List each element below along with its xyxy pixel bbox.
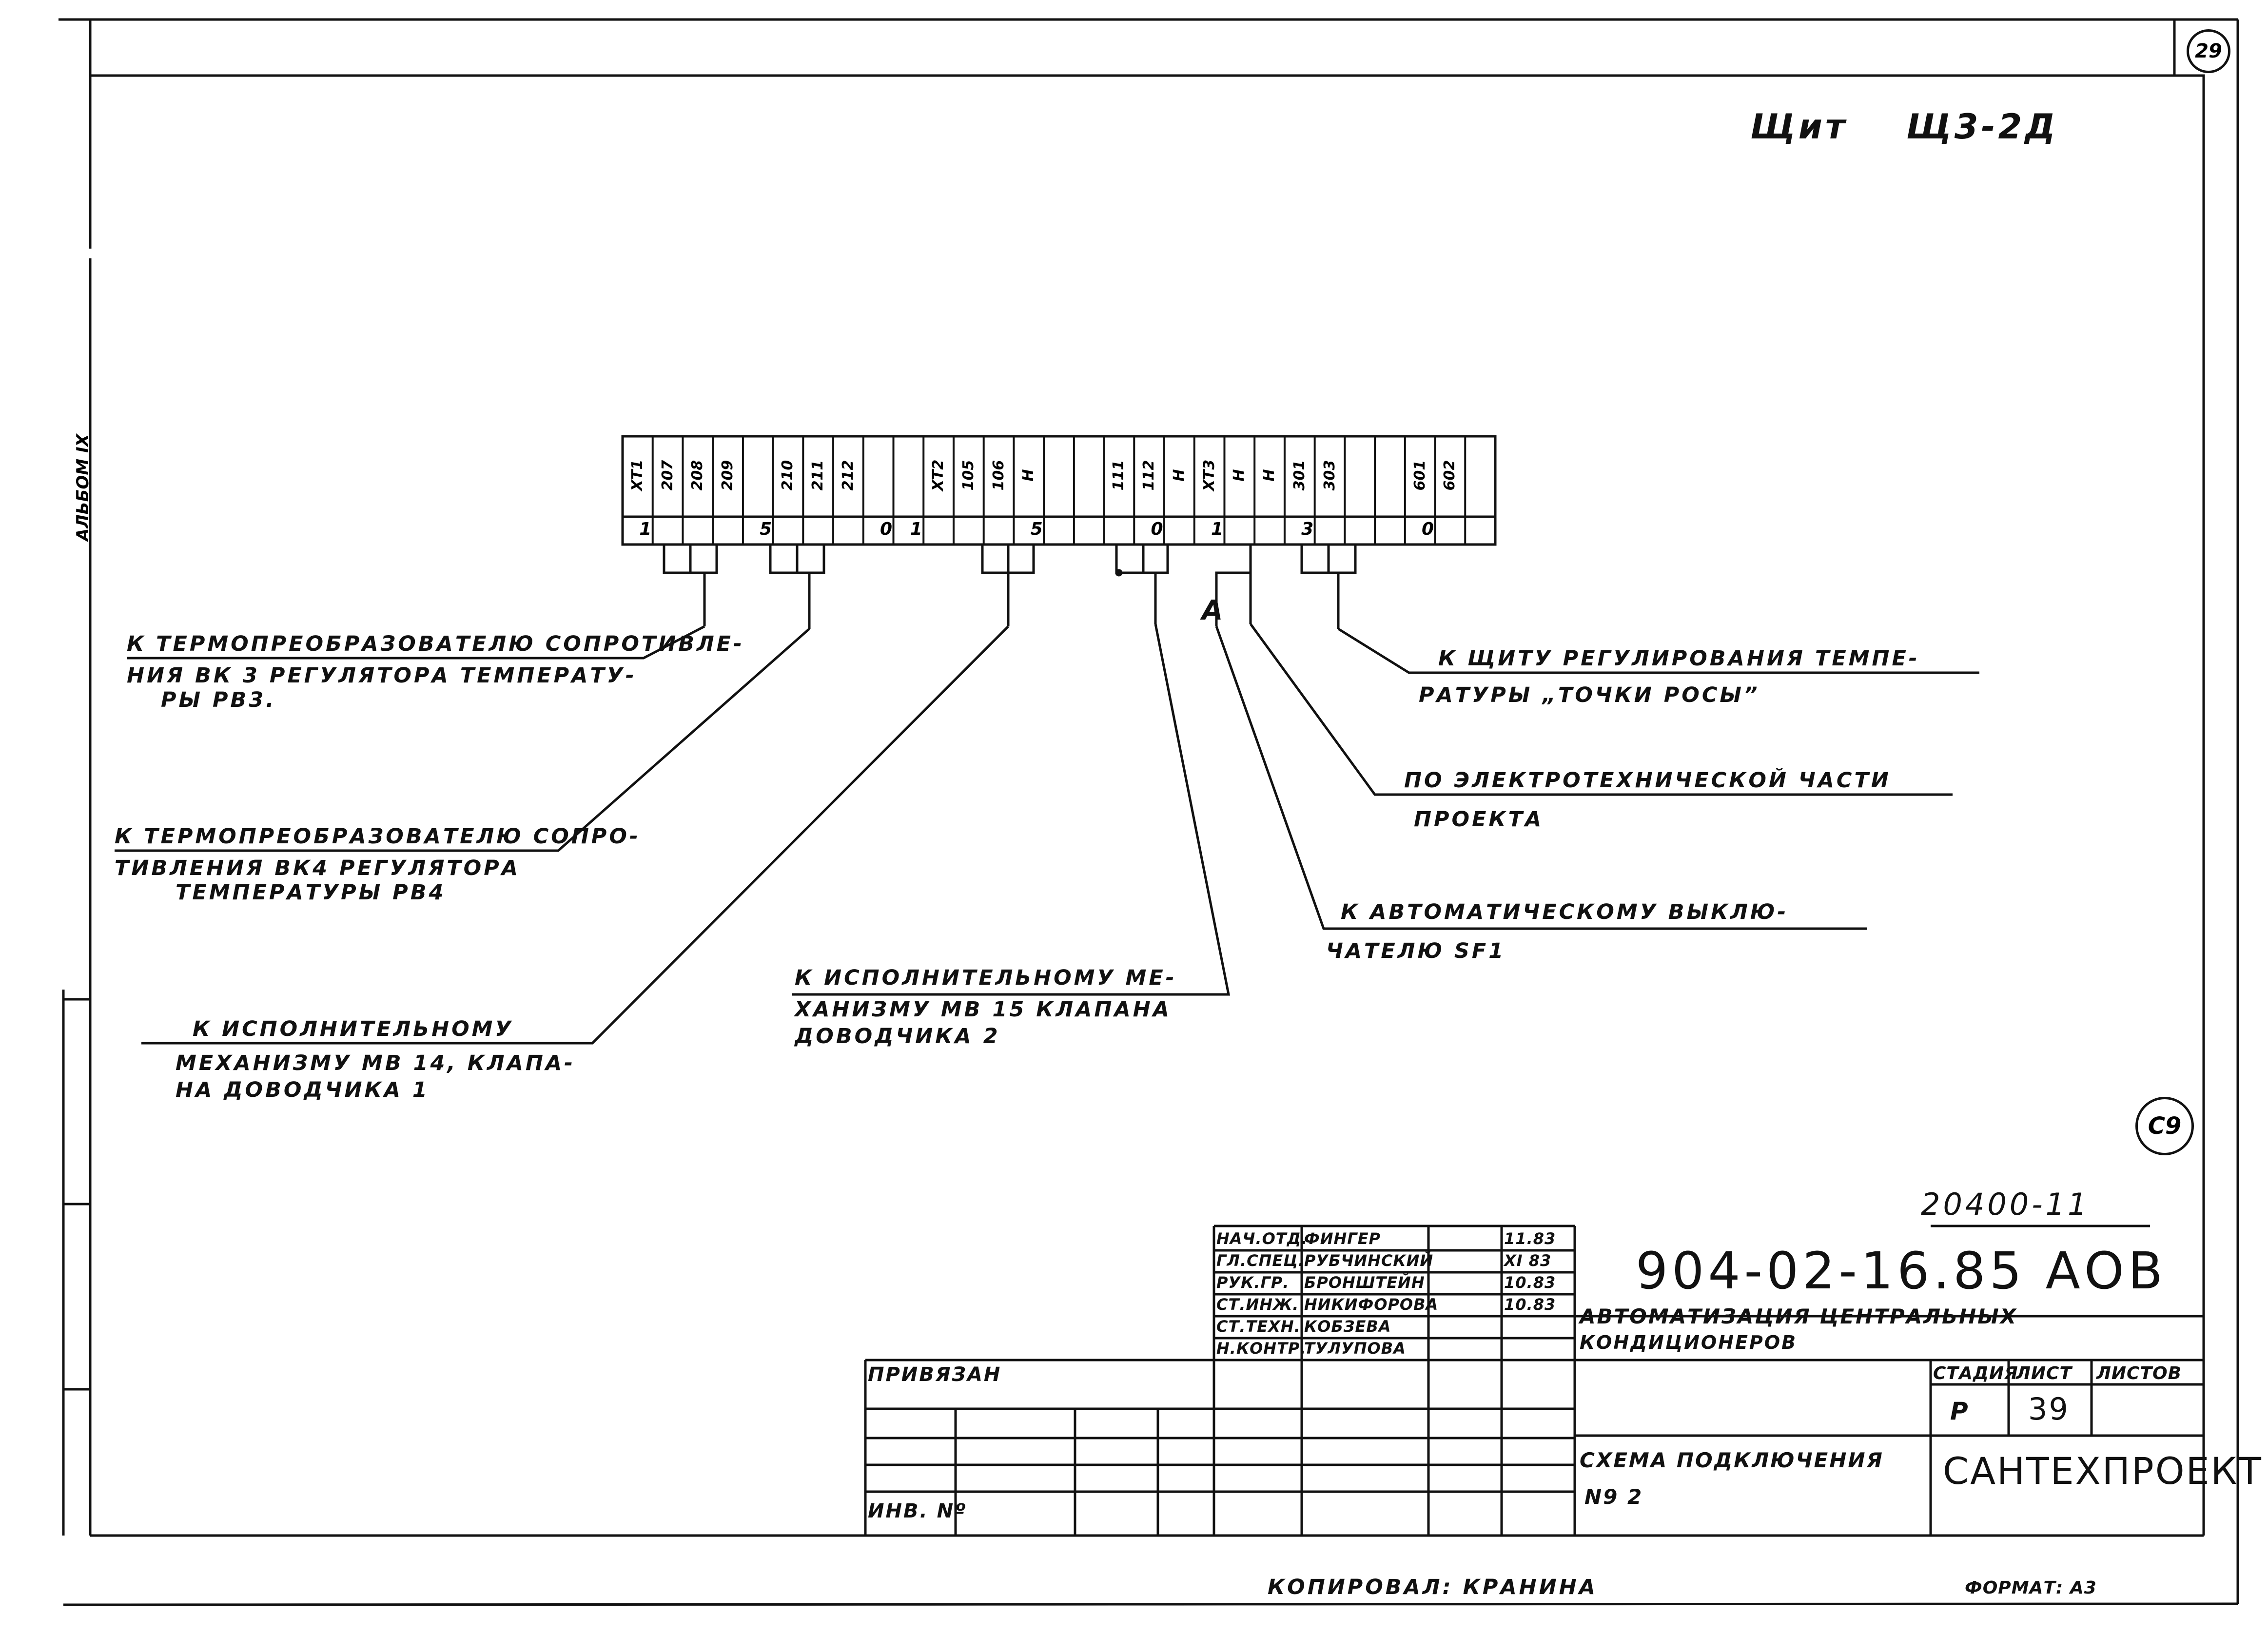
note-line: К ТЕРМОПРЕОБРАЗОВАТЕЛЮ СОПРОТИВЛЕ- — [127, 632, 744, 656]
wire-label: XT1 — [628, 459, 646, 491]
note-line: НИЯ ВК 3 РЕГУЛЯТОРА ТЕМПЕРАТУ- — [127, 663, 637, 688]
note-line: РАТУРЫ „ТОЧКИ РОСЫ” — [1419, 683, 1760, 707]
paper-format: ФОРМАТ: А3 — [1965, 1578, 2097, 1598]
wire-label — [1380, 439, 1400, 512]
terminal-number: 1 — [910, 519, 922, 539]
wire-label: H — [1261, 469, 1278, 482]
wire-label — [1470, 439, 1490, 512]
stage-header: СТАДИЯ — [1933, 1363, 2018, 1383]
wire-label: 301 — [1290, 460, 1308, 491]
wire-label: 207 — [659, 460, 676, 491]
wire-label: XT2 — [930, 459, 947, 491]
note-line: К ИСПОЛНИТЕЛЬНОМУ — [193, 1017, 514, 1041]
stage-value: Р — [1950, 1397, 1970, 1425]
note-line: К ЩИТУ РЕГУЛИРОВАНИЯ ТЕМПЕ- — [1438, 646, 1920, 671]
title-line-1: АВТОМАТИЗАЦИЯ ЦЕНТРАЛЬНЫХ — [1580, 1304, 2018, 1328]
node-letter: А — [1202, 595, 1226, 626]
wire-label: 209 — [719, 460, 737, 491]
wire-label: XT3 — [1200, 459, 1218, 491]
wire-label: 105 — [959, 460, 977, 491]
signer-name: КОБЗЕВА — [1304, 1317, 1391, 1336]
inventory-label: ИНВ. Nº — [868, 1500, 967, 1522]
wire-label: H — [1020, 469, 1037, 482]
signer-role: ГЛ.СПЕЦ. — [1216, 1251, 1305, 1270]
wire-label: H — [1231, 469, 1248, 482]
wire-label: 212 — [839, 460, 857, 491]
wire-label: 602 — [1441, 460, 1459, 491]
signer-name: БРОНШТЕЙН — [1304, 1273, 1425, 1292]
panel-code: Щ3-2Д — [1906, 107, 2058, 147]
terminal-number: 1 — [1211, 519, 1223, 539]
note-line: ПРОЕКТА — [1414, 807, 1544, 832]
privyazan-label: ПРИВЯЗАН — [868, 1363, 1002, 1386]
note-line: ХАНИЗМУ МВ 15 КЛАПАНА — [795, 997, 1172, 1022]
terminal-number: 0 — [880, 519, 893, 539]
wire-label — [1049, 439, 1069, 512]
album-label: АЛЬБОМ IX — [73, 434, 93, 541]
signer-role: НАЧ.ОТД. — [1216, 1229, 1308, 1248]
inventory-number: 20400-11 — [1921, 1187, 2090, 1222]
sheet-header: ЛИСТ — [2016, 1363, 2072, 1383]
note-line: ПО ЭЛЕКТРОТЕХНИЧЕСКОЙ ЧАСТИ — [1404, 768, 1891, 793]
page-number: 29 — [2187, 29, 2230, 73]
wire-label: 106 — [990, 460, 1007, 491]
signer-role: Н.КОНТР. — [1216, 1339, 1307, 1358]
wire-label: 211 — [809, 460, 827, 491]
signer-date: XI 83 — [1504, 1251, 1552, 1270]
document-code: 904-02-16.85 АОВ — [1636, 1241, 2167, 1301]
signer-name: ТУЛУПОВА — [1304, 1339, 1406, 1358]
wire-label — [1350, 439, 1369, 512]
wire-label: 601 — [1411, 460, 1428, 491]
terminal-number: 0 — [1151, 519, 1163, 539]
wire-label: 303 — [1321, 460, 1338, 491]
terminal-number: 0 — [1422, 519, 1434, 539]
sheet-name-1: СХЕМА ПОДКЛЮЧЕНИЯ — [1580, 1448, 1884, 1472]
note-line: РЫ РВ3. — [161, 688, 276, 712]
signer-date: 10.83 — [1504, 1295, 1556, 1314]
note-line: К ИСПОЛНИТЕЛЬНОМУ МЕ- — [795, 966, 1177, 990]
panel-word: Щит — [1750, 107, 1848, 147]
terminal-number: 3 — [1301, 519, 1314, 539]
wire-label: 208 — [689, 460, 706, 491]
note-line: ЧАТЕЛЮ SF1 — [1326, 939, 1506, 963]
signer-role: РУК.ГР. — [1216, 1273, 1290, 1292]
terminal-number: 5 — [760, 519, 772, 539]
signer-name: ФИНГЕР — [1304, 1229, 1381, 1248]
wire-label: 112 — [1140, 460, 1158, 491]
note-line: ТЕМПЕРАТУРЫ РВ4 — [176, 880, 446, 905]
sheet-value: 39 — [2028, 1391, 2070, 1427]
signer-role: СТ.ТЕХН. — [1216, 1317, 1301, 1336]
wire-label — [748, 439, 768, 512]
copied-by: КОПИРОВАЛ: КРАНИНА — [1268, 1575, 1598, 1599]
note-line: НА ДОВОДЧИКА 1 — [176, 1078, 430, 1102]
wire-label — [1079, 439, 1099, 512]
signer-date: 11.83 — [1504, 1229, 1556, 1248]
wire-label — [899, 439, 918, 512]
wire-label: 111 — [1110, 460, 1128, 491]
wire-label: 210 — [779, 460, 797, 491]
note-line: К ТЕРМОПРЕОБРАЗОВАТЕЛЮ СОПРО- — [115, 824, 641, 849]
sheets-header: ЛИСТОВ — [2096, 1363, 2182, 1383]
wire-label: H — [1170, 469, 1188, 482]
sheet-name-2: N9 2 — [1584, 1485, 1643, 1509]
wire-label — [869, 439, 888, 512]
signer-role: СТ.ИНЖ. — [1216, 1295, 1299, 1314]
title-line-2: КОНДИЦИОНЕРОВ — [1580, 1332, 1798, 1353]
terminal-number: 5 — [1030, 519, 1043, 539]
organization-name: САНТЕХПРОЕКТ — [1943, 1449, 2263, 1493]
signer-name: НИКИФОРОВА — [1304, 1295, 1439, 1314]
note-line: К АВТОМАТИЧЕСКОМУ ВЫКЛЮ- — [1341, 900, 1789, 924]
note-line: МЕХАНИЗМУ МВ 14, КЛАПА- — [176, 1051, 575, 1075]
note-line: ДОВОДЧИКА 2 — [795, 1024, 1000, 1049]
signer-date: 10.83 — [1504, 1273, 1556, 1292]
sheet-circle: C9 — [2135, 1097, 2194, 1155]
signer-name: РУБЧИНСКИЙ — [1304, 1251, 1434, 1270]
note-line: ТИВЛЕНИЯ ВК4 РЕГУЛЯТОРА — [115, 856, 520, 880]
terminal-number: 1 — [639, 519, 652, 539]
